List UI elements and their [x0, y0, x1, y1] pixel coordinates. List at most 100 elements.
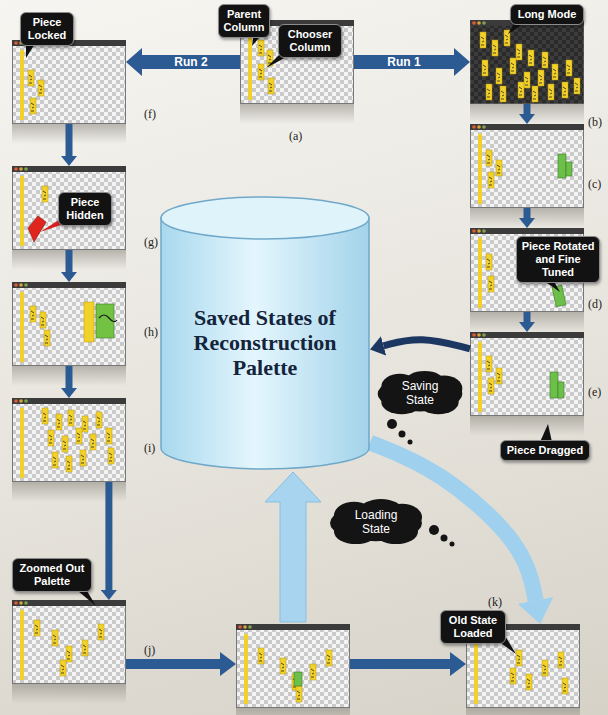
parent-column [478, 238, 482, 308]
puzzle-piece [82, 416, 88, 432]
puzzle-piece [68, 410, 74, 426]
puzzle-piece [106, 428, 112, 444]
flow-arrow [524, 104, 531, 114]
screenshot-panel: (c) [470, 124, 584, 208]
thought-cloud: Saving State [374, 370, 466, 416]
puzzle-piece [60, 660, 66, 676]
edge-label: Run 1 [384, 55, 423, 69]
screenshot-thumbnail [12, 600, 126, 704]
flow-arrow [524, 208, 531, 218]
node-text: Old State Loaded [444, 614, 502, 640]
reflection [470, 312, 584, 332]
puzzle-piece [486, 254, 492, 270]
thought-cloud: Loading State [326, 498, 426, 546]
puzzle-piece [548, 84, 554, 100]
parent-column [20, 408, 24, 478]
selected-piece [552, 285, 566, 307]
window-frame [12, 166, 126, 250]
puzzle-piece [486, 84, 492, 100]
panel-label: (d) [588, 297, 602, 311]
selected-piece [558, 382, 564, 398]
puzzle-piece [28, 70, 34, 86]
window-frame [12, 40, 126, 124]
puzzle-piece [480, 32, 486, 48]
puzzle-piece [516, 650, 522, 666]
puzzle-piece [66, 456, 72, 472]
screenshot-panel: (b) [470, 20, 584, 104]
puzzle-piece [518, 82, 524, 98]
parent-column [244, 634, 248, 704]
storage-cylinder: Saved States of Reconstruction Palette [160, 196, 370, 470]
puzzle-piece [574, 78, 580, 94]
screenshot-panel: (g) [12, 166, 126, 250]
screenshot-panel: (i) [12, 398, 126, 482]
flow-arrow [66, 250, 73, 272]
puzzle-piece [542, 52, 548, 68]
callout-box: Parent Column [218, 4, 270, 38]
hidden-piece [28, 216, 46, 242]
screenshot-panel: (j) [12, 600, 126, 684]
puzzle-piece [90, 434, 96, 450]
puzzle-piece [496, 368, 502, 384]
puzzle-piece [558, 652, 564, 668]
dark-palette [471, 26, 584, 104]
panel-label: (g) [144, 235, 158, 249]
puzzle-piece [44, 330, 50, 346]
puzzle-piece [96, 412, 102, 428]
puzzle-piece [98, 624, 104, 640]
puzzle-piece [34, 620, 40, 636]
window-frame [12, 282, 126, 366]
puzzle-piece [486, 150, 492, 166]
window-frame [12, 600, 126, 684]
puzzle-piece [52, 452, 58, 468]
reflection [12, 684, 126, 704]
parent-column [20, 50, 24, 120]
screenshot-thumbnail [470, 124, 584, 228]
puzzle-piece [566, 60, 572, 76]
callout-box: Zoomed Out Palette [12, 558, 92, 592]
panel-label: (i) [144, 441, 155, 455]
node-text: Saved States of Reconstruction Palette [172, 305, 358, 380]
panel-label: (e) [588, 385, 601, 399]
panel-label: (h) [144, 325, 158, 339]
puzzle-piece [488, 378, 494, 394]
puzzle-piece [52, 630, 58, 646]
reflection [236, 708, 350, 715]
callout-box: Piece Rotated and Fine Tuned [516, 236, 600, 283]
parent-column [20, 176, 24, 246]
puzzle-piece [488, 276, 494, 292]
screenshot-panel: (f) [12, 40, 126, 124]
panel-label: (b) [588, 115, 602, 129]
puzzle-piece [538, 70, 544, 86]
node-text: Loading State [340, 508, 412, 536]
thought-bubble [399, 431, 406, 438]
screenshot-thumbnail [470, 20, 584, 124]
thought-bubble [441, 535, 448, 542]
puzzle-piece [30, 98, 36, 114]
edge-label-box: Run 1 [384, 55, 423, 69]
puzzle-piece [488, 172, 494, 188]
puzzle-piece [76, 428, 82, 444]
puzzle-piece [562, 678, 568, 694]
node-text: Parent Column [222, 8, 266, 34]
thought-bubble [387, 419, 397, 429]
callout-box: Piece Dragged [500, 440, 590, 461]
piece-ink [99, 315, 117, 322]
flow-arrow [350, 652, 466, 676]
screenshot-thumbnail [470, 332, 584, 436]
puzzle-piece [510, 58, 516, 74]
node-text: Piece Rotated and Fine Tuned [520, 240, 596, 279]
reflection [470, 208, 584, 228]
puzzle-piece [66, 646, 72, 662]
puzzle-piece [326, 650, 332, 666]
reflection [466, 708, 580, 715]
window-frame [470, 124, 584, 208]
puzzle-piece [84, 302, 94, 342]
parent-column [478, 342, 482, 412]
node-text: Chooser Column [282, 28, 338, 54]
puzzle-piece [30, 306, 36, 322]
selected-piece [566, 162, 572, 176]
panel-label: (a) [289, 129, 302, 143]
